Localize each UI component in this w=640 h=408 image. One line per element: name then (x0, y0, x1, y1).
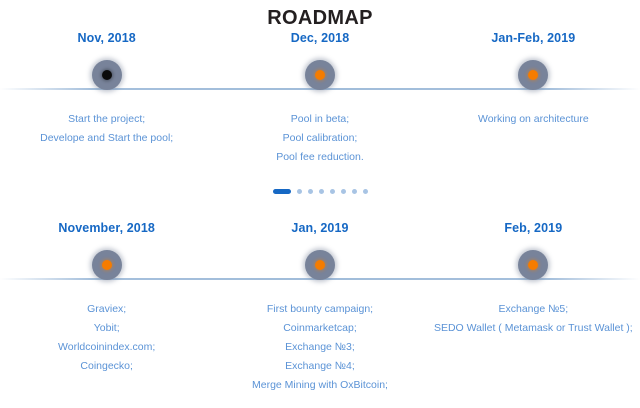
milestone-column: Jan-Feb, 2019 Working on architecture (427, 30, 640, 167)
milestone-column: Nov, 2018 Start the project; Develope an… (0, 30, 213, 167)
milestone-heading: Jan, 2019 (291, 221, 349, 235)
milestone-item-list: Working on architecture (427, 102, 640, 129)
list-item: Coingecko; (80, 360, 133, 372)
milestone-node-slot (427, 46, 640, 102)
milestone-node-core-icon (101, 70, 112, 80)
list-item: Develope and Start the pool; (40, 132, 174, 144)
milestone-node[interactable] (304, 250, 335, 280)
milestone-column: Feb, 2019 Exchange №5; SEDO Wallet ( Met… (427, 220, 640, 395)
list-item: SEDO Wallet ( Metamask or Trust Wallet )… (433, 322, 633, 334)
list-item: Pool calibration; (282, 132, 358, 144)
list-item: Yobit; (93, 322, 120, 334)
milestone-heading: Dec, 2018 (290, 31, 350, 45)
list-item: Exchange №3; (285, 341, 355, 353)
milestone-node-done[interactable] (91, 60, 122, 90)
list-item: Pool in beta; (290, 113, 350, 125)
pagination-dot[interactable] (351, 189, 357, 194)
milestone-node-core-icon (528, 260, 539, 270)
milestone-node-core-icon (314, 70, 325, 80)
milestone-node-slot (0, 236, 213, 292)
timeline-row-1: Nov, 2018 Start the project; Develope an… (0, 30, 640, 167)
milestone-item-list: Exchange №5; SEDO Wallet ( Metamask or T… (427, 292, 640, 338)
milestone-node-core-icon (101, 260, 112, 270)
milestone-column: Jan, 2019 First bounty campaign; Coinmar… (213, 220, 426, 395)
pagination-dot[interactable] (318, 189, 324, 194)
milestone-node-slot (213, 46, 426, 102)
milestone-column: Dec, 2018 Pool in beta; Pool calibration… (213, 30, 426, 167)
timeline-row-2: November, 2018 Graviex; Yobit; Worldcoin… (0, 220, 640, 395)
carousel-pagination[interactable] (0, 189, 640, 194)
milestone-node[interactable] (91, 250, 122, 280)
milestone-item-list: Graviex; Yobit; Worldcoinindex.com; Coin… (0, 292, 213, 376)
list-item: Exchange №5; (498, 303, 569, 315)
milestone-node[interactable] (518, 60, 549, 90)
milestone-node[interactable] (518, 250, 549, 280)
pagination-dot[interactable] (340, 189, 346, 194)
milestone-heading: Feb, 2019 (504, 221, 563, 235)
pagination-dot[interactable] (307, 189, 313, 194)
milestone-heading: Jan-Feb, 2019 (491, 31, 576, 45)
list-item: Coinmarketcap; (283, 322, 357, 334)
list-item: Exchange №4; (285, 360, 355, 372)
list-item: Start the project; (68, 113, 146, 125)
milestone-item-list: Pool in beta; Pool calibration; Pool fee… (213, 102, 426, 167)
list-item: Worldcoinindex.com; (58, 341, 156, 353)
pagination-dot[interactable] (296, 189, 302, 194)
milestone-node-slot (0, 46, 213, 102)
milestone-node-core-icon (528, 70, 539, 80)
list-item: First bounty campaign; (266, 303, 374, 315)
milestone-node-core-icon (314, 260, 325, 270)
pagination-dot-active[interactable] (272, 189, 291, 194)
milestone-heading: Nov, 2018 (77, 31, 136, 45)
list-item: Merge Mining with OxBitcoin; (252, 379, 388, 391)
list-item: Graviex; (87, 303, 127, 315)
pagination-dot[interactable] (362, 189, 368, 194)
list-item: Pool fee reduction. (276, 151, 364, 163)
milestone-node-slot (427, 236, 640, 292)
milestone-node[interactable] (304, 60, 335, 90)
page-title: ROADMAP (267, 7, 373, 29)
pagination-dot[interactable] (329, 189, 335, 194)
milestone-node-slot (213, 236, 426, 292)
milestone-heading: November, 2018 (58, 221, 155, 235)
milestone-column: November, 2018 Graviex; Yobit; Worldcoin… (0, 220, 213, 395)
list-item: Working on architecture (477, 113, 589, 125)
milestone-item-list: First bounty campaign; Coinmarketcap; Ex… (213, 292, 426, 395)
milestone-item-list: Start the project; Develope and Start th… (0, 102, 213, 148)
